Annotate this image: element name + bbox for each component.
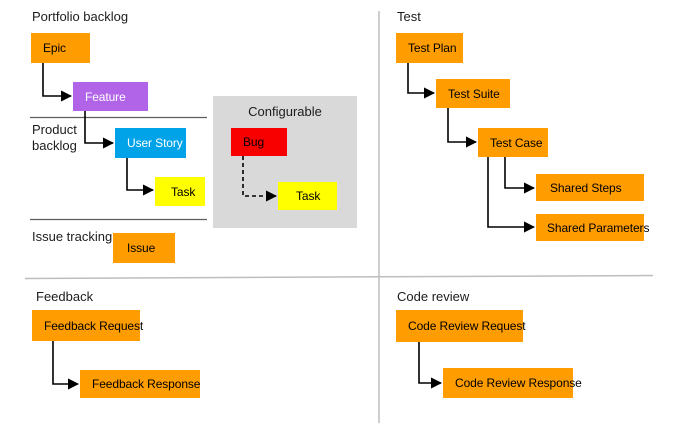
node-shared-parameters: Shared Parameters [536, 214, 649, 241]
horizontal-divider [24, 274, 654, 280]
connector-test-case-shared-parameters [487, 157, 536, 233]
node-issue: Issue [113, 233, 175, 263]
section-title-test: Test [397, 9, 421, 24]
node-shared-steps: Shared Steps [536, 174, 644, 201]
node-task-configurable: Task [278, 182, 337, 210]
connector-test-plan-test-suite [407, 63, 436, 99]
node-feedback-response: Feedback Response [80, 370, 200, 398]
node-feedback-request: Feedback Request [32, 310, 143, 341]
node-code-review-response: Code Review Response [443, 368, 582, 398]
connector-feedback-request-response [52, 341, 80, 390]
node-test-suite: Test Suite [436, 79, 510, 108]
node-test-case: Test Case [478, 128, 548, 157]
connector-epic-feature [42, 63, 73, 102]
node-task-product: Task [155, 177, 205, 206]
connector-code-review-request-response [418, 342, 443, 389]
node-bug: Bug [231, 128, 287, 156]
node-user-story: User Story [115, 128, 186, 158]
connector-test-case-shared-steps [504, 157, 536, 194]
section-title-configurable: Configurable [248, 104, 322, 119]
node-feature: Feature [73, 82, 148, 111]
connector-user-story-task [126, 158, 155, 196]
section-title-portfolio-backlog: Portfolio backlog [32, 9, 129, 24]
section-title-feedback: Feedback [36, 289, 94, 304]
connector-test-suite-test-case [447, 108, 478, 148]
section-title-code-review: Code review [397, 289, 470, 304]
section-title-issue-tracking: Issue tracking [32, 229, 113, 244]
section-title-product-backlog: Product backlog [32, 122, 77, 153]
node-test-plan: Test Plan [396, 33, 463, 63]
node-epic: Epic [31, 33, 90, 63]
node-code-review-request: Code Review Request [396, 310, 526, 342]
